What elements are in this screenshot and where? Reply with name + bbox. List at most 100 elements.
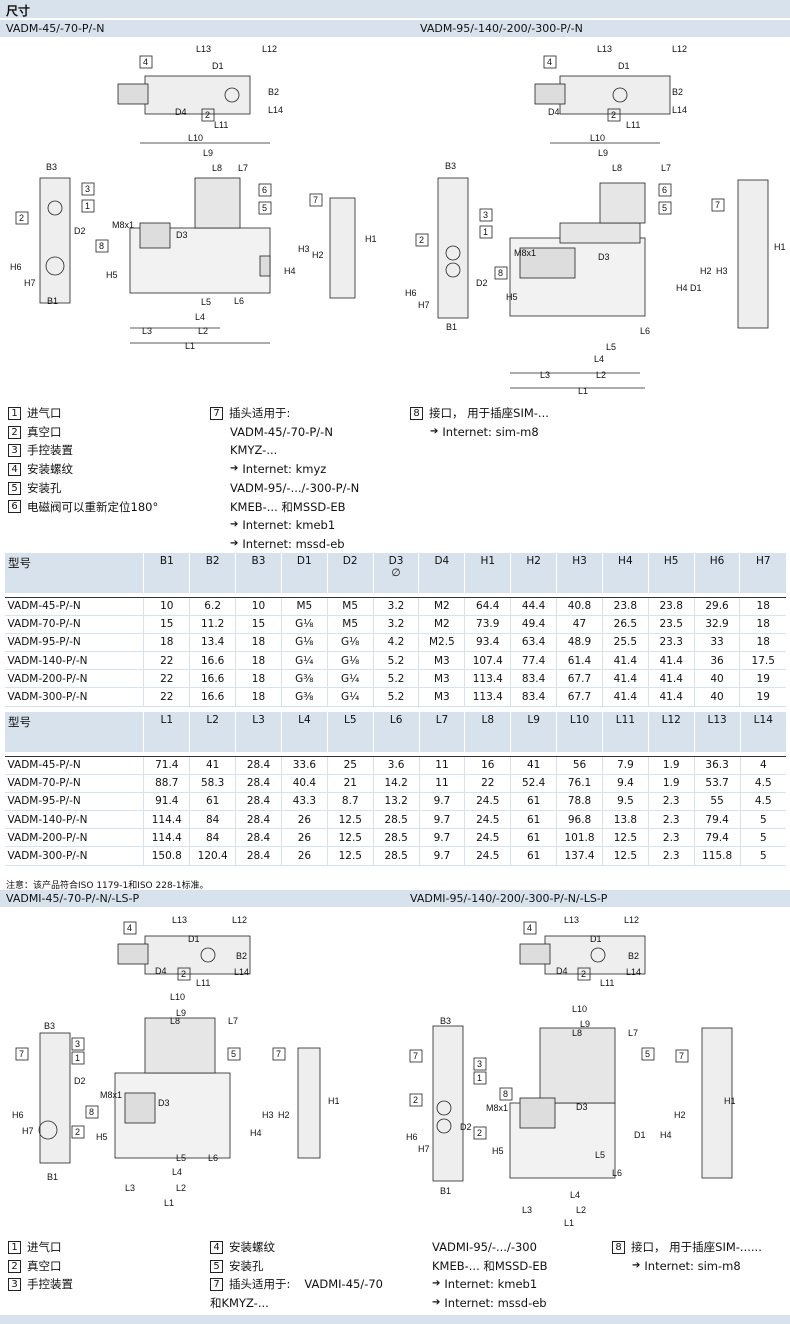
svg-text:2: 2 xyxy=(419,235,424,245)
value-cell: 64.4 xyxy=(464,597,511,616)
svg-text:4: 4 xyxy=(527,923,532,933)
svg-text:L12: L12 xyxy=(232,915,247,925)
value-cell: 1.9 xyxy=(647,756,695,775)
value-cell: G⅜ xyxy=(280,669,328,689)
value-cell: 22 xyxy=(143,651,190,671)
value-cell: 3.6 xyxy=(372,756,420,775)
svg-text:L6: L6 xyxy=(208,1153,218,1163)
value-cell: 18 xyxy=(235,669,282,689)
value-cell: M3 xyxy=(418,687,465,707)
value-cell: 137.4 xyxy=(556,846,603,866)
value-cell: 63.4 xyxy=(510,633,557,653)
value-cell: 79.4 xyxy=(693,810,741,830)
svg-text:B1: B1 xyxy=(440,1186,451,1196)
column-header-model: 型号 xyxy=(3,712,144,752)
column-header: L10 xyxy=(556,712,603,752)
svg-text:D2: D2 xyxy=(74,1076,86,1086)
value-cell: 93.4 xyxy=(464,633,511,653)
arrow-right-icon: ➔ xyxy=(432,1278,441,1290)
svg-text:L1: L1 xyxy=(578,386,588,396)
svg-text:D1: D1 xyxy=(590,934,602,944)
value-cell: G¼ xyxy=(326,669,374,689)
svg-text:1: 1 xyxy=(75,1053,80,1063)
arrow-right-icon: ➔ xyxy=(230,519,239,531)
svg-text:2: 2 xyxy=(611,110,616,120)
value-cell: 83.4 xyxy=(510,669,557,689)
variant-label-small-ls: VADMI-45/-70-P/-N/-LS-P xyxy=(6,892,140,905)
value-cell: 28.4 xyxy=(235,810,282,830)
svg-text:L7: L7 xyxy=(228,1016,238,1026)
value-cell: 40.8 xyxy=(556,597,603,616)
svg-text:H7: H7 xyxy=(24,278,36,288)
value-cell: 2.3 xyxy=(647,810,695,830)
svg-text:B2: B2 xyxy=(672,87,683,97)
model-cell: VADM-140-P/-N xyxy=(4,810,144,830)
svg-text:8: 8 xyxy=(503,1089,508,1099)
svg-text:D3: D3 xyxy=(576,1102,588,1112)
value-cell: 4.5 xyxy=(739,774,786,793)
value-cell: 25 xyxy=(326,756,374,775)
svg-text:H4: H4 xyxy=(284,266,296,276)
value-cell: 28.5 xyxy=(372,846,420,866)
value-cell: 21 xyxy=(326,774,374,793)
value-cell: 3.2 xyxy=(372,615,419,634)
svg-text:L4: L4 xyxy=(570,1190,580,1200)
value-cell: G⅛ xyxy=(326,651,374,671)
column-header: L7 xyxy=(418,712,465,752)
value-cell: 24.5 xyxy=(464,810,511,830)
svg-text:L2: L2 xyxy=(596,370,606,380)
value-cell: M5 xyxy=(280,597,328,616)
value-cell: 11 xyxy=(418,756,465,775)
svg-text:D3: D3 xyxy=(598,252,610,262)
value-cell: 26 xyxy=(280,828,328,848)
svg-text:M8x1: M8x1 xyxy=(112,220,134,230)
model-cell: VADM-70-P/-N xyxy=(4,615,144,634)
value-cell: 26.5 xyxy=(601,615,649,634)
value-cell: 114.4 xyxy=(143,828,190,848)
svg-text:H4: H4 xyxy=(660,1130,672,1140)
svg-text:3: 3 xyxy=(483,210,488,220)
value-cell: 1.9 xyxy=(647,774,695,793)
value-cell: 120.4 xyxy=(189,846,236,866)
column-header: D1 xyxy=(280,553,328,593)
value-cell: 150.8 xyxy=(143,846,190,866)
svg-text:H2: H2 xyxy=(700,266,712,276)
value-cell: 4.5 xyxy=(739,792,786,812)
svg-text:H4: H4 xyxy=(250,1128,262,1138)
svg-text:L13: L13 xyxy=(597,44,612,54)
arrow-right-icon: ➔ xyxy=(432,1297,441,1309)
value-cell: G⅛ xyxy=(280,615,328,634)
svg-text:L10: L10 xyxy=(188,133,203,143)
value-cell: 11.2 xyxy=(189,615,236,634)
value-cell: 48.9 xyxy=(556,633,603,653)
value-cell: 5 xyxy=(739,846,786,866)
value-cell: 73.9 xyxy=(464,615,511,634)
value-cell: 24.5 xyxy=(464,792,511,812)
svg-text:L6: L6 xyxy=(612,1168,622,1178)
svg-text:H2: H2 xyxy=(312,250,324,260)
value-cell: 18 xyxy=(739,633,786,653)
value-cell: 113.4 xyxy=(464,687,511,707)
value-cell: 40 xyxy=(693,669,740,689)
column-header: L14 xyxy=(739,712,786,752)
svg-text:7: 7 xyxy=(276,1049,281,1059)
model-cell: VADM-45-P/-N xyxy=(4,597,144,616)
svg-text:D4: D4 xyxy=(175,107,187,117)
value-cell: 10 xyxy=(235,597,282,616)
svg-text:M8x1: M8x1 xyxy=(486,1103,508,1113)
value-cell: 79.4 xyxy=(693,828,741,848)
column-header: H4 xyxy=(601,553,649,593)
standards-note: 注意：该产品符合ISO 1179-1和ISO 228-1标准。 xyxy=(6,881,209,891)
column-header: H3 xyxy=(556,553,603,593)
value-cell: G¼ xyxy=(280,651,328,671)
value-cell: 61.4 xyxy=(556,651,603,671)
svg-text:L3: L3 xyxy=(522,1205,532,1215)
